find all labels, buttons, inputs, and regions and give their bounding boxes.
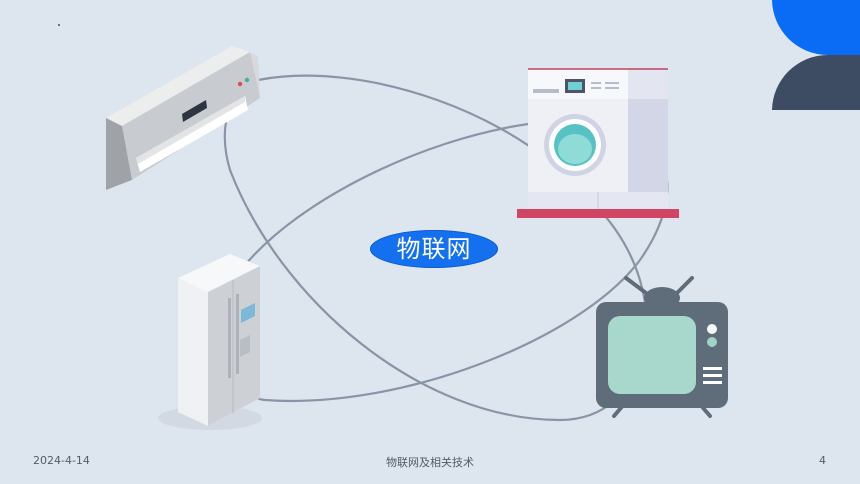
corner-petal-dark xyxy=(772,54,860,110)
corner-decoration xyxy=(772,0,860,110)
air-conditioner-icon xyxy=(106,46,260,190)
television-icon xyxy=(596,276,728,418)
dot-mark xyxy=(58,24,60,26)
orbit-line-1 xyxy=(223,74,648,422)
footer-title: 物联网及相关技术 xyxy=(386,456,474,469)
washing-machine-icon xyxy=(517,68,679,218)
footer-date: 2024-4-14 xyxy=(33,454,90,467)
corner-petal-blue xyxy=(772,0,860,55)
center-label: 物联网 xyxy=(370,230,498,268)
footer-page-number: 4 xyxy=(819,454,826,467)
orbit-line-2 xyxy=(225,122,669,402)
refrigerator-icon xyxy=(158,254,262,430)
